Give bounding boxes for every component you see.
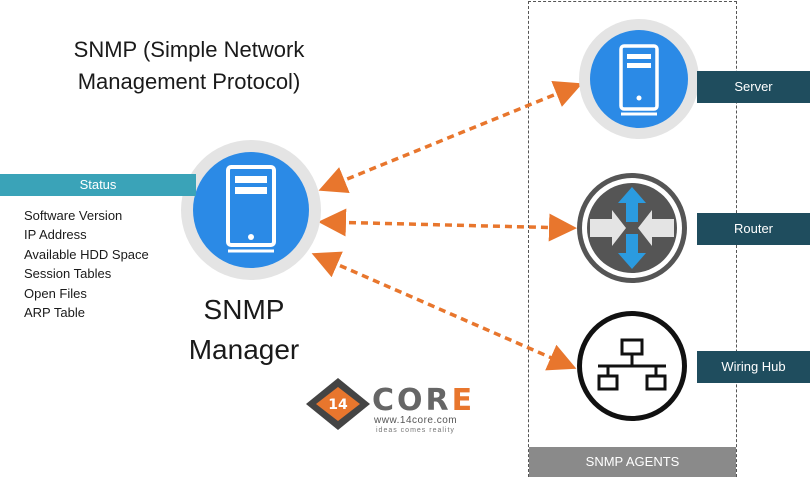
status-item: Session Tables — [24, 266, 112, 282]
logo-text: CORE — [372, 383, 475, 418]
hub-label: Wiring Hub — [697, 351, 810, 383]
status-item: Open Files — [24, 285, 87, 301]
hub-icon — [577, 311, 687, 421]
manager-server-icon — [181, 140, 321, 280]
status-item: Available HDD Space — [24, 246, 149, 262]
diagram-title: SNMP (Simple Network Management Protocol… — [70, 34, 308, 98]
logo-tagline: ideas comes reality — [376, 427, 455, 434]
server-icon — [579, 19, 699, 139]
arrow-manager-router — [318, 208, 577, 242]
snmp-agents-label: SNMP AGENTS — [529, 447, 736, 477]
status-list: Software Version IP Address Available HD… — [24, 206, 149, 322]
logo-url: www.14core.com — [374, 415, 458, 426]
arrow-manager-server — [318, 80, 583, 194]
status-item: Software Version — [24, 208, 123, 223]
logo-mark: 14 — [306, 378, 370, 430]
manager-label-line-1: SNMP — [203, 294, 285, 325]
router-label: Router — [697, 213, 810, 245]
router-icon — [577, 173, 687, 283]
status-item: IP Address — [24, 227, 87, 243]
manager-label-line-2: Manager — [188, 334, 300, 365]
arrow-manager-hub — [311, 251, 577, 371]
logo-text-accent: E — [451, 383, 476, 418]
logo-badge: 14 — [328, 397, 348, 413]
server-label: Server — [697, 71, 810, 103]
status-item: ARP Table — [24, 305, 85, 321]
manager-label: SNMP Manager — [180, 290, 308, 370]
title-line-2: Management Protocol) — [77, 69, 301, 94]
logo-text-main: COR — [372, 383, 452, 418]
title-line-1: SNMP (Simple Network — [73, 37, 305, 62]
status-bar: Status — [0, 174, 196, 196]
